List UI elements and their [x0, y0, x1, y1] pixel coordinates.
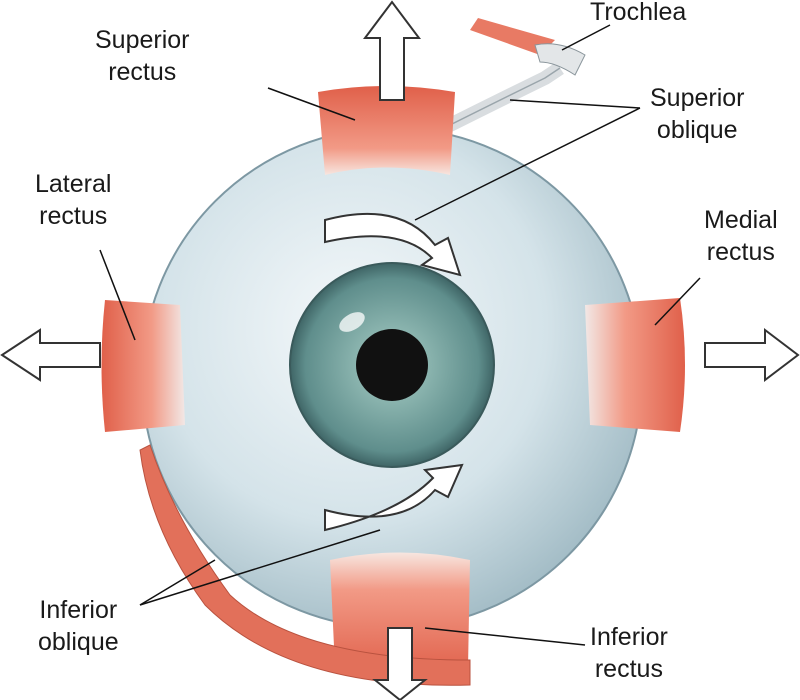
label-line: rectus [706, 238, 775, 266]
label-line: rectus [594, 655, 663, 683]
label-inferior-rectus: Inferior rectus [590, 621, 668, 685]
label-medial-rectus: Medial rectus [704, 204, 778, 268]
arrow-left-icon [0, 328, 101, 382]
label-line: Superior [650, 84, 745, 112]
rotation-arrow-bottom-icon [324, 463, 464, 532]
label-line: rectus [108, 58, 177, 86]
inferior-rectus-muscle [330, 552, 470, 677]
rotation-arrow-top-icon [324, 212, 462, 277]
label-superior-rectus: Superior rectus [95, 24, 190, 88]
superior-rectus-muscle [318, 86, 455, 175]
label-line: oblique [656, 116, 738, 144]
medial-rectus-muscle [585, 298, 685, 432]
trochlea-pulley [534, 43, 586, 76]
label-line: Inferior [39, 596, 118, 624]
pupil-highlight [339, 312, 365, 332]
leader-lines [99, 24, 701, 646]
arrow-up-icon [363, 0, 421, 101]
arrow-down-icon [372, 627, 428, 700]
label-line: Inferior [590, 623, 668, 651]
label-line: Medial [704, 206, 778, 234]
label-superior-oblique: Superior oblique [650, 82, 745, 146]
superior-oblique-muscle [470, 18, 555, 55]
label-trochlea: Trochlea [590, 0, 687, 26]
label-line: Lateral [35, 170, 112, 198]
arrow-right-icon [704, 327, 800, 383]
pupil [356, 329, 428, 401]
label-line: Superior [95, 26, 190, 54]
label-lateral-rectus: Lateral rectus [35, 168, 111, 232]
label-line: rectus [39, 202, 108, 230]
label-line: oblique [38, 628, 119, 656]
label-inferior-oblique: Inferior oblique [38, 594, 119, 658]
lateral-rectus-muscle [101, 300, 185, 432]
